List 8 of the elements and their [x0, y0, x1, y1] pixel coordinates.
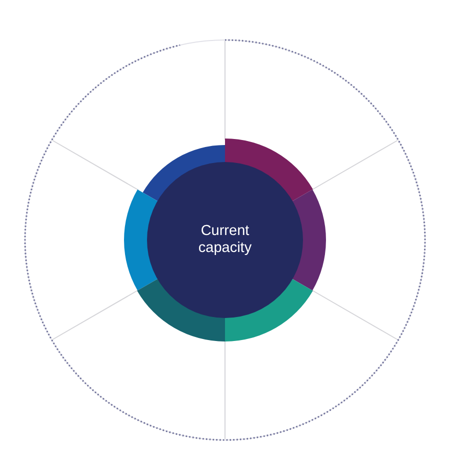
ring-segment	[124, 189, 160, 291]
ring-segment	[142, 145, 225, 202]
ring-segment	[137, 278, 226, 342]
ring-segment	[290, 189, 326, 291]
ring-segment	[225, 138, 313, 202]
center-label: Current capacity	[197, 223, 253, 257]
ring-segment	[225, 277, 313, 342]
dotted-circle	[24, 39, 426, 441]
